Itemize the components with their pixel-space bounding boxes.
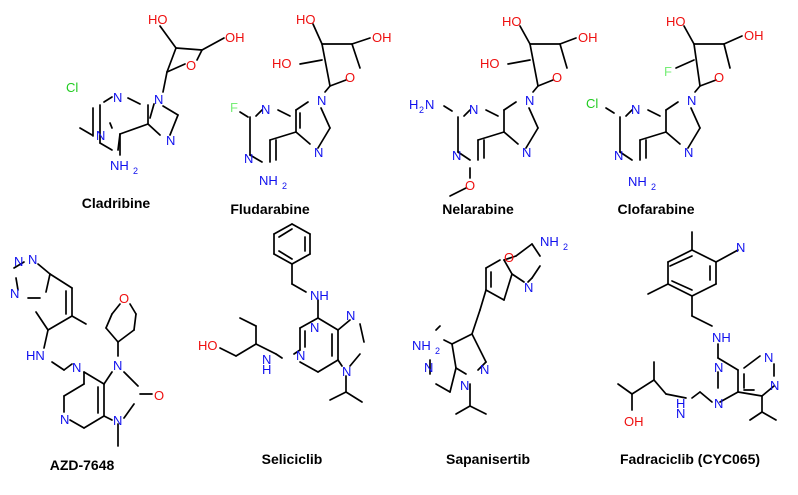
atom-label: N (736, 240, 745, 255)
molecule-cladribine: HO OH O Cl N N N N NH 2 Cladribine (66, 12, 245, 211)
atom-label: N (522, 145, 531, 160)
atom-label: N (314, 145, 323, 160)
molecule-azd-7648: N N N O N N HN N O N AZD-7648 (10, 252, 164, 473)
atom-label: HO (296, 12, 316, 27)
atom-label: HN (26, 348, 45, 363)
atom-label: N (714, 360, 723, 375)
atom-label: 2 (563, 242, 568, 252)
atom-label: N (342, 364, 351, 379)
atom-label: N (687, 93, 696, 108)
atom-label: H (409, 97, 418, 112)
atom-label: NH (628, 174, 647, 189)
molecule-fludarabine: HO HO OH O F N N N N NH 2 Fludarabine (230, 12, 392, 217)
atom-label: Cl (66, 80, 78, 95)
atom-label: N (676, 406, 685, 421)
atom-label: O (345, 70, 355, 85)
atom-label: O (465, 178, 475, 193)
atom-label: NH (412, 338, 431, 353)
atom-label: O (504, 250, 514, 265)
atom-label: OH (372, 30, 392, 45)
atom-label: O (186, 58, 196, 73)
atom-label: N (154, 92, 163, 107)
atom-label: HO (148, 12, 168, 27)
atom-label: N (764, 350, 773, 365)
atom-label: N (614, 148, 623, 163)
molecule-caption: Fadraciclib (CYC065) (620, 451, 760, 467)
atom-label: N (72, 360, 81, 375)
atom-label: N (714, 396, 723, 411)
molecule-caption: Sapanisertib (446, 451, 530, 467)
atom-label: N (262, 352, 271, 367)
atom-label: HO (198, 338, 218, 353)
atom-label: 2 (419, 105, 424, 115)
atom-label: N (469, 102, 478, 117)
atom-label: N (113, 90, 122, 105)
molecule-caption: Clofarabine (617, 201, 694, 217)
atom-label: F (664, 64, 672, 79)
atom-label: N (60, 412, 69, 427)
atom-label: N (460, 378, 469, 393)
molecule-caption: Cladribine (82, 195, 151, 211)
atom-label: N (10, 286, 19, 301)
atom-label: H (676, 396, 685, 411)
atom-label: HO (666, 14, 686, 29)
atom-label: H (262, 362, 271, 377)
atom-label: Cl (586, 96, 598, 111)
atom-label: N (684, 145, 693, 160)
atom-label: N (452, 148, 461, 163)
atom-label: 2 (282, 181, 287, 191)
atom-label: F (230, 100, 238, 115)
atom-label: N (525, 93, 534, 108)
atom-label: 2 (133, 166, 138, 176)
atom-label: N (261, 102, 270, 117)
atom-label: N (113, 413, 122, 428)
atom-label: N (166, 133, 175, 148)
atom-label: N (770, 378, 779, 393)
atom-label: OH (578, 30, 598, 45)
molecule-caption: Nelarabine (442, 201, 514, 217)
atom-label: N (424, 360, 433, 375)
atom-label: N (524, 280, 533, 295)
atom-label: O (119, 291, 129, 306)
molecule-caption: AZD-7648 (50, 457, 115, 473)
atom-label: N (296, 348, 305, 363)
atom-label: NH (259, 173, 278, 188)
atom-label: 2 (435, 346, 440, 356)
molecule-seliciclib: NH N N HO N H N N Seliciclib (198, 223, 365, 467)
atom-label: NH (712, 330, 731, 345)
atom-label: N (425, 97, 434, 112)
atom-label: N (480, 362, 489, 377)
molecule-clofarabine: HO OH F O Cl N N N N NH 2 Clofarabine (586, 14, 764, 217)
molecule-caption: Fludarabine (230, 201, 310, 217)
atom-label: O (154, 388, 164, 403)
atom-label: HO (272, 56, 292, 71)
atom-label: N (113, 358, 122, 373)
atom-label: HO (480, 56, 500, 71)
atom-label: N (631, 102, 640, 117)
atom-label: N (346, 308, 355, 323)
atom-label: N (317, 93, 326, 108)
atom-label: N (14, 254, 23, 269)
molecule-sapanisertib: NH 2 O N NH 2 N N N Sapanisertib (412, 234, 568, 467)
atom-label: OH (225, 30, 245, 45)
molecule-nelarabine: HO HO OH O H 2 N N N N N O Nelarabine (409, 14, 598, 217)
atom-label: NH (310, 288, 329, 303)
atom-label: 2 (651, 182, 656, 192)
atom-label: N (28, 252, 37, 267)
atom-label: O (552, 70, 562, 85)
atom-label: O (714, 70, 724, 85)
molecule-caption: Seliciclib (262, 451, 323, 467)
atom-label: OH (624, 414, 644, 429)
atom-label: N (244, 151, 253, 166)
atom-label: NH (540, 234, 559, 249)
atom-label: NH (110, 158, 129, 173)
atom-label: N (310, 320, 319, 335)
atom-label: OH (744, 28, 764, 43)
molecule-fadraciclib: N NH N N OH N H N N Fadraciclib (CYC065) (617, 231, 779, 467)
atom-label: HO (502, 14, 522, 29)
atom-label: N (96, 128, 105, 143)
